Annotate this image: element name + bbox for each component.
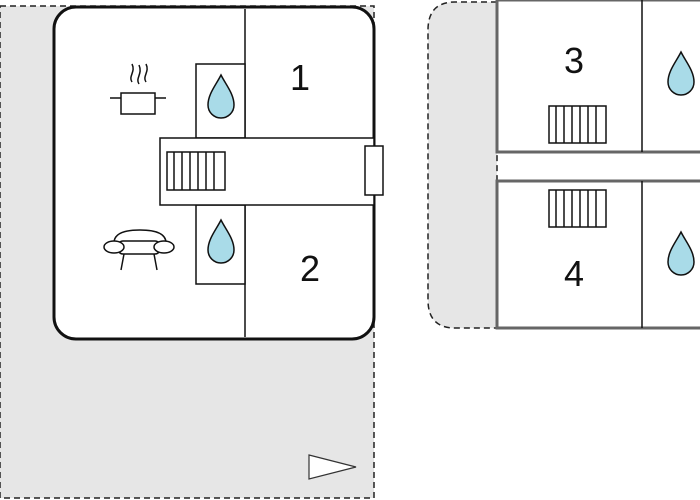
room-number-4: 4 xyxy=(564,253,584,294)
cooking-pot-icon xyxy=(110,63,166,115)
terrace-area-right xyxy=(427,1,498,329)
room-number-2: 2 xyxy=(300,248,320,289)
water-drop-icon xyxy=(207,73,235,119)
radiator-icon xyxy=(548,105,607,144)
door-icon xyxy=(364,145,384,196)
water-drop-icon xyxy=(667,50,695,96)
water-drop-icon xyxy=(667,230,695,276)
direction-arrow-icon xyxy=(308,454,357,480)
sofa-icon xyxy=(103,229,175,271)
radiator-icon xyxy=(166,151,226,191)
water-drop-icon xyxy=(207,218,235,264)
room-number-3: 3 xyxy=(564,40,584,81)
room-number-1: 1 xyxy=(290,57,310,98)
radiator-icon xyxy=(548,189,607,228)
